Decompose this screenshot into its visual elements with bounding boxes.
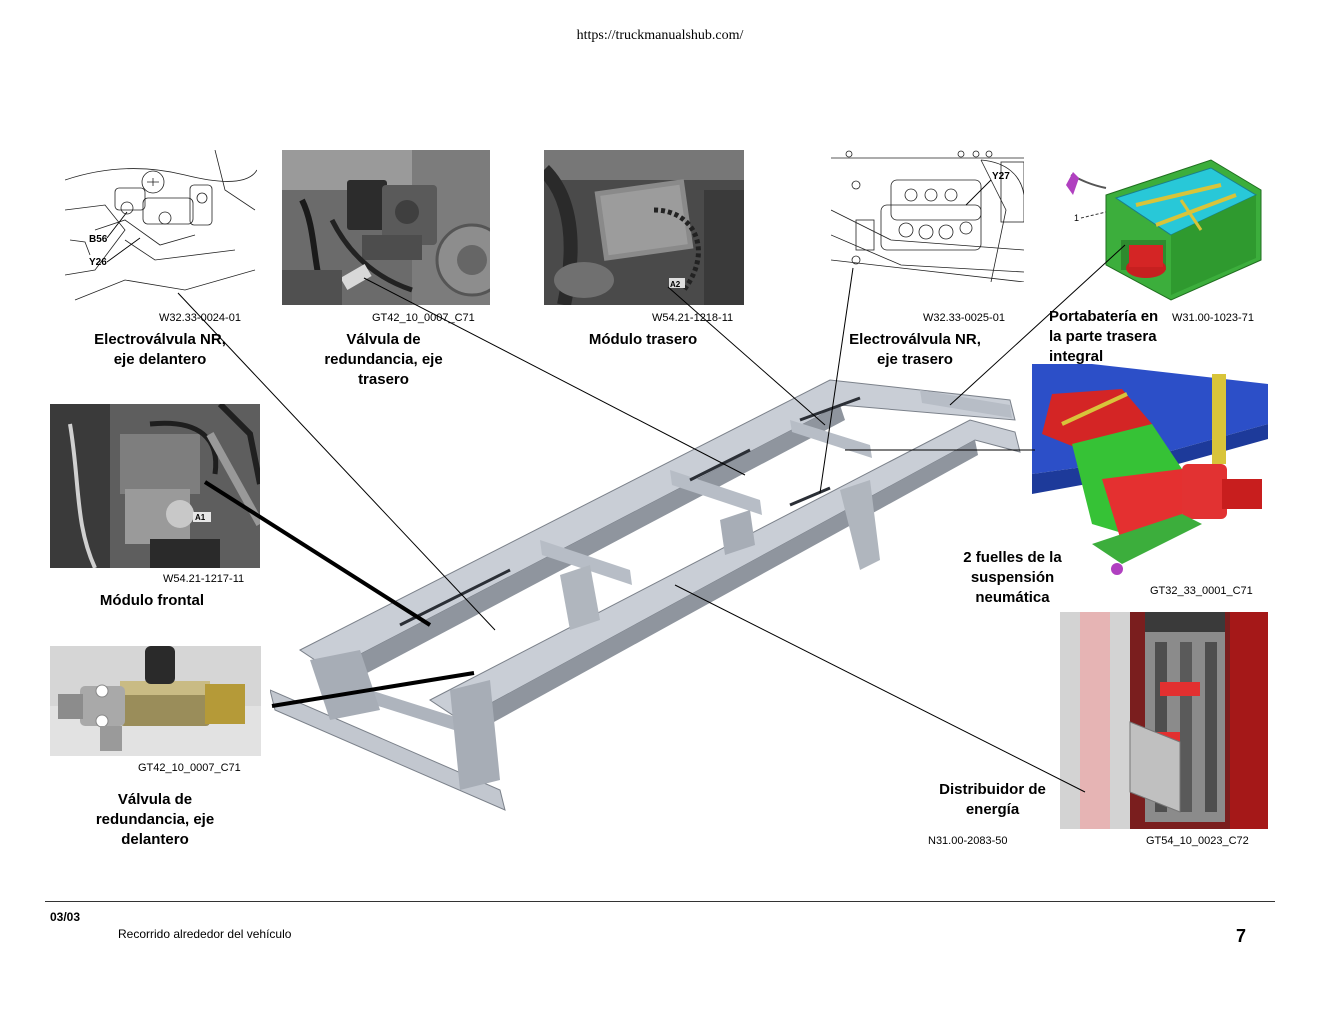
ref-distribuidor-energia: N31.00-2083-50 xyxy=(928,835,1008,847)
callout-y27: Y27 xyxy=(992,171,1010,182)
page-number: 7 xyxy=(1236,926,1247,946)
chassis-frame-illustration xyxy=(270,360,1040,830)
fuelles-suspension-cad-image xyxy=(1032,364,1268,584)
electrovalvula-nr-trasero-drawing: Y27 xyxy=(831,150,1024,282)
ref-portabateria: W31.00-1023-71 xyxy=(1172,312,1254,324)
callout-a2: A2 xyxy=(670,280,681,289)
caption-valvula-redundancia-trasero: Válvula de redundancia, eje trasero xyxy=(324,331,443,388)
caption-modulo-frontal: Módulo frontal xyxy=(99,592,205,609)
ref-electrovalvula-nr-delantero: W32.33-0024-01 xyxy=(159,312,241,324)
caption-electrovalvula-nr-delantero: Electroválvula NR, eje delantero xyxy=(94,331,226,368)
electrovalvula-nr-delantero-drawing: B56 Y26 xyxy=(65,150,257,305)
caption-portabateria: Portabatería en la parte trasera integra… xyxy=(1049,308,1159,365)
portabateria-cad-image: 1 xyxy=(1061,150,1270,305)
ref-modulo-frontal: W54.21-1217-11 xyxy=(163,573,245,585)
ref-modulo-trasero: W54.21-1218-11 xyxy=(652,312,734,324)
callout-1: 1 xyxy=(1074,213,1080,223)
ref-fuelles-suspension: GT32_33_0001_C71 xyxy=(1150,585,1253,597)
ref-distribuidor-energia-photo: GT54_10_0023_C72 xyxy=(1146,835,1249,847)
footer-divider xyxy=(45,901,1275,902)
modulo-trasero-photo: A2 xyxy=(544,150,744,305)
callout-y26: Y26 xyxy=(89,257,107,268)
caption-electrovalvula-nr-trasero: Electroválvula NR, eje trasero xyxy=(849,331,981,368)
ref-valvula-redundancia-trasero: GT42_10_0007_C71 xyxy=(372,312,475,324)
modulo-frontal-photo: A1 xyxy=(50,404,260,568)
footer-date: 03/03 xyxy=(50,910,81,924)
source-url: https://truckmanualshub.com/ xyxy=(576,28,744,43)
distribuidor-energia-photo xyxy=(1060,612,1268,829)
callout-b56: B56 xyxy=(89,234,108,245)
valvula-redundancia-delantero-photo xyxy=(50,646,261,756)
caption-modulo-trasero: Módulo trasero xyxy=(588,331,698,348)
ref-electrovalvula-nr-trasero: W32.33-0025-01 xyxy=(923,312,1005,324)
ref-valvula-redundancia-delantero: GT42_10_0007_C71 xyxy=(138,762,241,774)
caption-valvula-redundancia-delantero: Válvula de redundancia, eje delantero xyxy=(95,791,215,848)
caption-distribuidor-energia: Distribuidor de energía xyxy=(939,781,1046,818)
valvula-redundancia-trasero-photo xyxy=(282,150,490,305)
footer-title: Recorrido alrededor del vehículo xyxy=(118,927,292,941)
callout-a1: A1 xyxy=(195,513,206,522)
caption-fuelles-suspension: 2 fuelles de la suspensión neumática xyxy=(963,549,1062,606)
